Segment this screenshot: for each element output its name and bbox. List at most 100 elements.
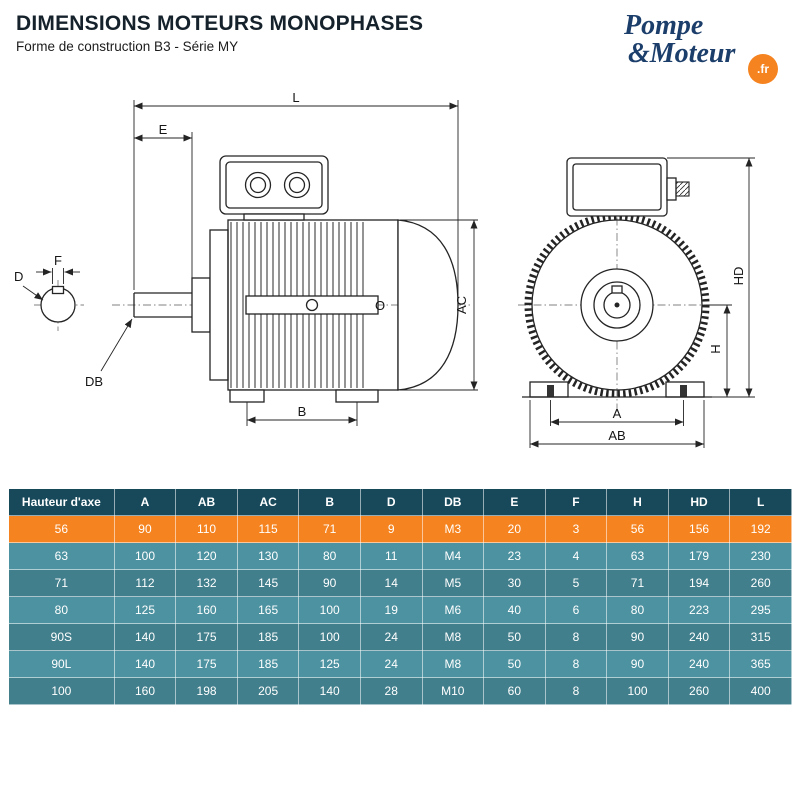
column-header: A	[113, 488, 177, 516]
dim-AB: AB	[529, 400, 705, 448]
table-cell: 23	[483, 542, 546, 570]
table-cell: 175	[175, 623, 238, 651]
table-cell: 8	[544, 650, 608, 678]
column-header: B	[298, 488, 361, 516]
dim-label-B: B	[298, 404, 307, 419]
table-cell: 400	[729, 677, 792, 705]
dim-label-H: H	[708, 344, 723, 353]
table-cell: 8	[544, 677, 608, 705]
table-cell: 56	[606, 515, 669, 543]
table-cell: M4	[421, 542, 485, 570]
motor-front-view-drawing: HD H A AB	[518, 157, 755, 448]
table-cell: 90	[113, 515, 177, 543]
table-cell: 175	[175, 650, 238, 678]
table-cell: 63	[8, 542, 115, 570]
table-cell: 130	[236, 542, 300, 570]
table-cell: 165	[236, 596, 300, 624]
table-cell: 80	[606, 596, 669, 624]
logo-text-moteur: &Moteur	[628, 38, 736, 69]
table-cell: 14	[359, 569, 423, 597]
table-cell: 9	[359, 515, 423, 543]
table-cell: 365	[729, 650, 792, 678]
table-cell: 28	[359, 677, 423, 705]
table-cell: 100	[8, 677, 115, 705]
table-cell: 100	[113, 542, 177, 570]
dim-AC: AC	[400, 219, 478, 391]
table-cell: 63	[606, 542, 669, 570]
dim-label-E: E	[159, 122, 168, 137]
table-cell: 223	[667, 596, 731, 624]
table-cell: 90	[606, 650, 669, 678]
page-title: DIMENSIONS MOTEURS MONOPHASES	[16, 12, 424, 35]
table-cell: 185	[236, 650, 300, 678]
motor-front-outline	[518, 157, 716, 412]
column-header: D	[359, 488, 423, 516]
table-cell: 295	[729, 596, 792, 624]
table-cell: 125	[113, 596, 177, 624]
table-cell: M6	[421, 596, 485, 624]
table-cell: 71	[606, 569, 669, 597]
table-cell: 194	[667, 569, 731, 597]
table-cell: 90L	[8, 650, 115, 678]
table-cell: 230	[729, 542, 792, 570]
table-cell: 6	[544, 596, 608, 624]
logo-text-pompe: Pompe	[624, 10, 704, 41]
table-cell: 4	[544, 542, 608, 570]
column-header-hauteur-axe: Hauteur d'axe	[8, 488, 115, 516]
page-subtitle: Forme de construction B3 - Série MY	[16, 39, 239, 54]
motor-side-view-drawing: F D	[14, 90, 478, 426]
table-cell: 260	[729, 569, 792, 597]
table-cell: 145	[236, 569, 300, 597]
motor-side-outline: O	[133, 155, 459, 403]
table-cell: 240	[667, 650, 731, 678]
table-cell: 50	[483, 650, 546, 678]
dim-label-A: A	[613, 406, 622, 421]
table-cell: 156	[667, 515, 731, 543]
table-cell: M8	[421, 650, 485, 678]
column-header: F	[544, 488, 608, 516]
table-cell: 24	[359, 650, 423, 678]
table-cell: 160	[175, 596, 238, 624]
table-cell: 100	[606, 677, 669, 705]
table-cell: 5	[544, 569, 608, 597]
table-cell: 90	[606, 623, 669, 651]
dim-label-AC: AC	[454, 296, 469, 314]
dim-DB: DB	[85, 318, 133, 389]
table-cell: 60	[483, 677, 546, 705]
dim-HD: HD	[667, 157, 755, 398]
column-header: AB	[175, 488, 238, 516]
table-cell: M10	[421, 677, 485, 705]
dim-L: L	[133, 90, 459, 302]
dim-B: B	[246, 402, 358, 426]
dim-label-L: L	[292, 90, 299, 105]
table-cell: 260	[667, 677, 731, 705]
table-cell: 56	[8, 515, 115, 543]
table-cell: 20	[483, 515, 546, 543]
column-header: HD	[667, 488, 731, 516]
table-cell: 71	[298, 515, 361, 543]
column-header: DB	[421, 488, 485, 516]
table-cell: 11	[359, 542, 423, 570]
table-cell: 90	[298, 569, 361, 597]
table-cell: 179	[667, 542, 731, 570]
table-cell: M8	[421, 623, 485, 651]
table-cell: 240	[667, 623, 731, 651]
logo[interactable]: Pompe &Moteur .fr	[624, 10, 784, 84]
dim-label-AB: AB	[608, 428, 625, 443]
table-cell: 198	[175, 677, 238, 705]
dim-label-D: D	[14, 269, 23, 284]
table-cell: 120	[175, 542, 238, 570]
technical-drawings: F D	[0, 90, 800, 462]
table-cell: 3	[544, 515, 608, 543]
table-cell: 24	[359, 623, 423, 651]
dim-A: A	[550, 400, 684, 426]
table-cell: 8	[544, 623, 608, 651]
